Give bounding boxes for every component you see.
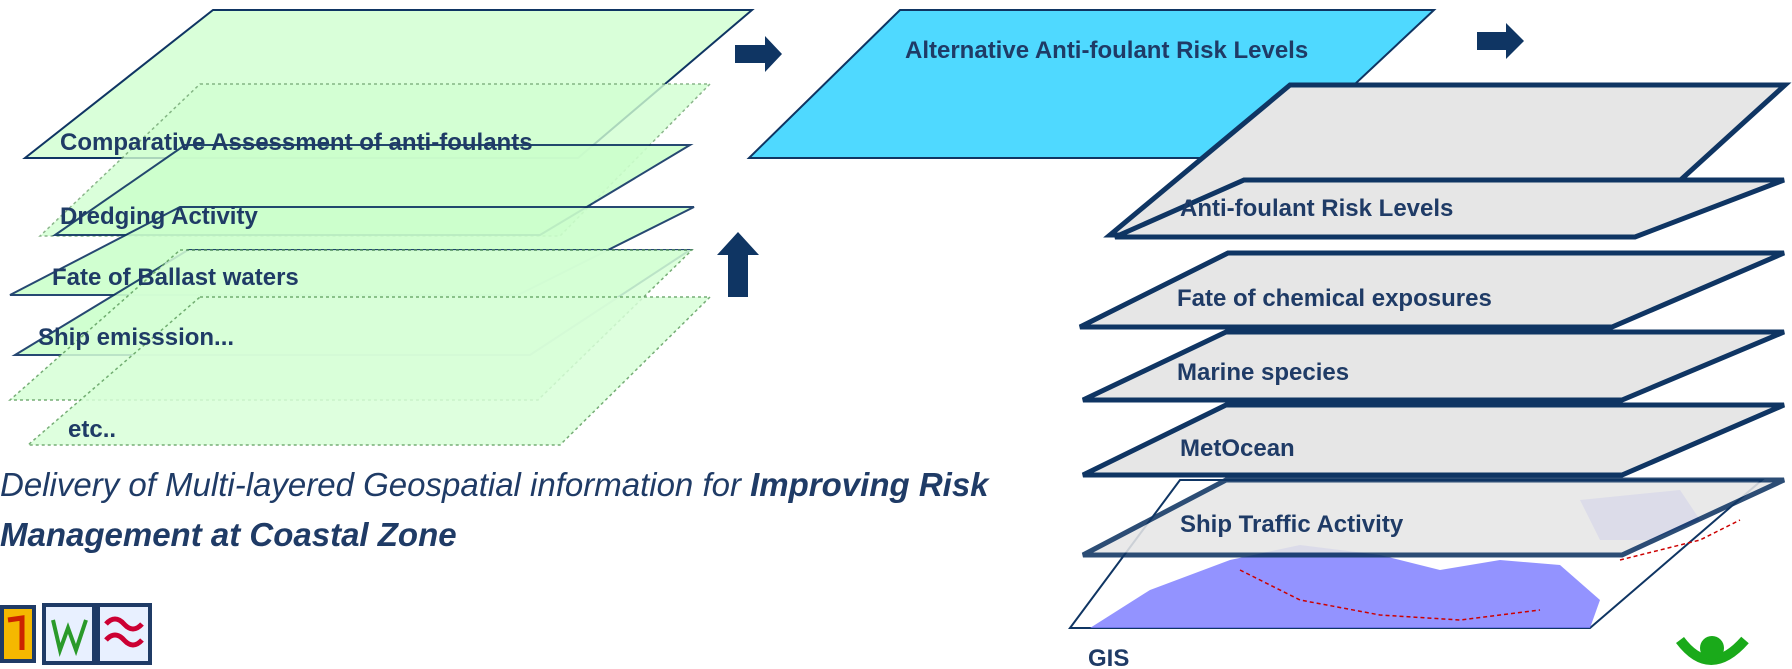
alternative-risk-label: Alternative Anti-foulant Risk Levels [905,37,1308,64]
caption-normal: Delivery of Multi-layered Geospatial inf… [0,466,751,503]
right-layer-stack: Anti-foulant Risk Levels Fate of chemica… [1068,82,1792,669]
left-layer-label-2: Dredging Activity [60,203,258,230]
left-layer-label-4: Ship emisssion... [38,324,234,351]
right-layer-5-sheet [1081,477,1786,558]
left-layer-label-1: Comparative Assessment of anti-foulants [60,129,533,156]
left-layer-label-5: etc.. [68,416,116,443]
right-layer-2-sheet [1078,250,1785,330]
arrow-right-icon [1477,23,1524,59]
right-layer-3-sheet [1081,329,1785,403]
right-layer-4-sheet [1081,402,1785,478]
right-layer-label-1: Anti-foulant Risk Levels [1180,195,1453,222]
caption-text: Delivery of Multi-layered Geospatial inf… [0,460,1040,560]
left-layer-stack: Comparative Assessment of anti-foulants … [8,9,755,446]
left-layer-6-sheet [25,296,712,446]
right-layer-label-3: Marine species [1177,359,1349,386]
caption-bold: Improving Risk Management at Coastal Zon… [0,466,989,553]
arrow-right-icon [735,36,782,72]
logo-right-icon [1676,636,1749,665]
arrow-up-icon [717,232,759,297]
right-layer-label-4: MetOcean [1180,435,1295,462]
right-layer-label-2: Fate of chemical exposures [1177,285,1492,312]
logo-icon [0,603,152,665]
gis-label: GIS [1088,645,1129,669]
right-layer-label-5: Ship Traffic Activity [1180,511,1404,538]
left-layer-label-3: Fate of Ballast waters [52,264,299,291]
right-layer-1-sheet [1113,177,1785,240]
